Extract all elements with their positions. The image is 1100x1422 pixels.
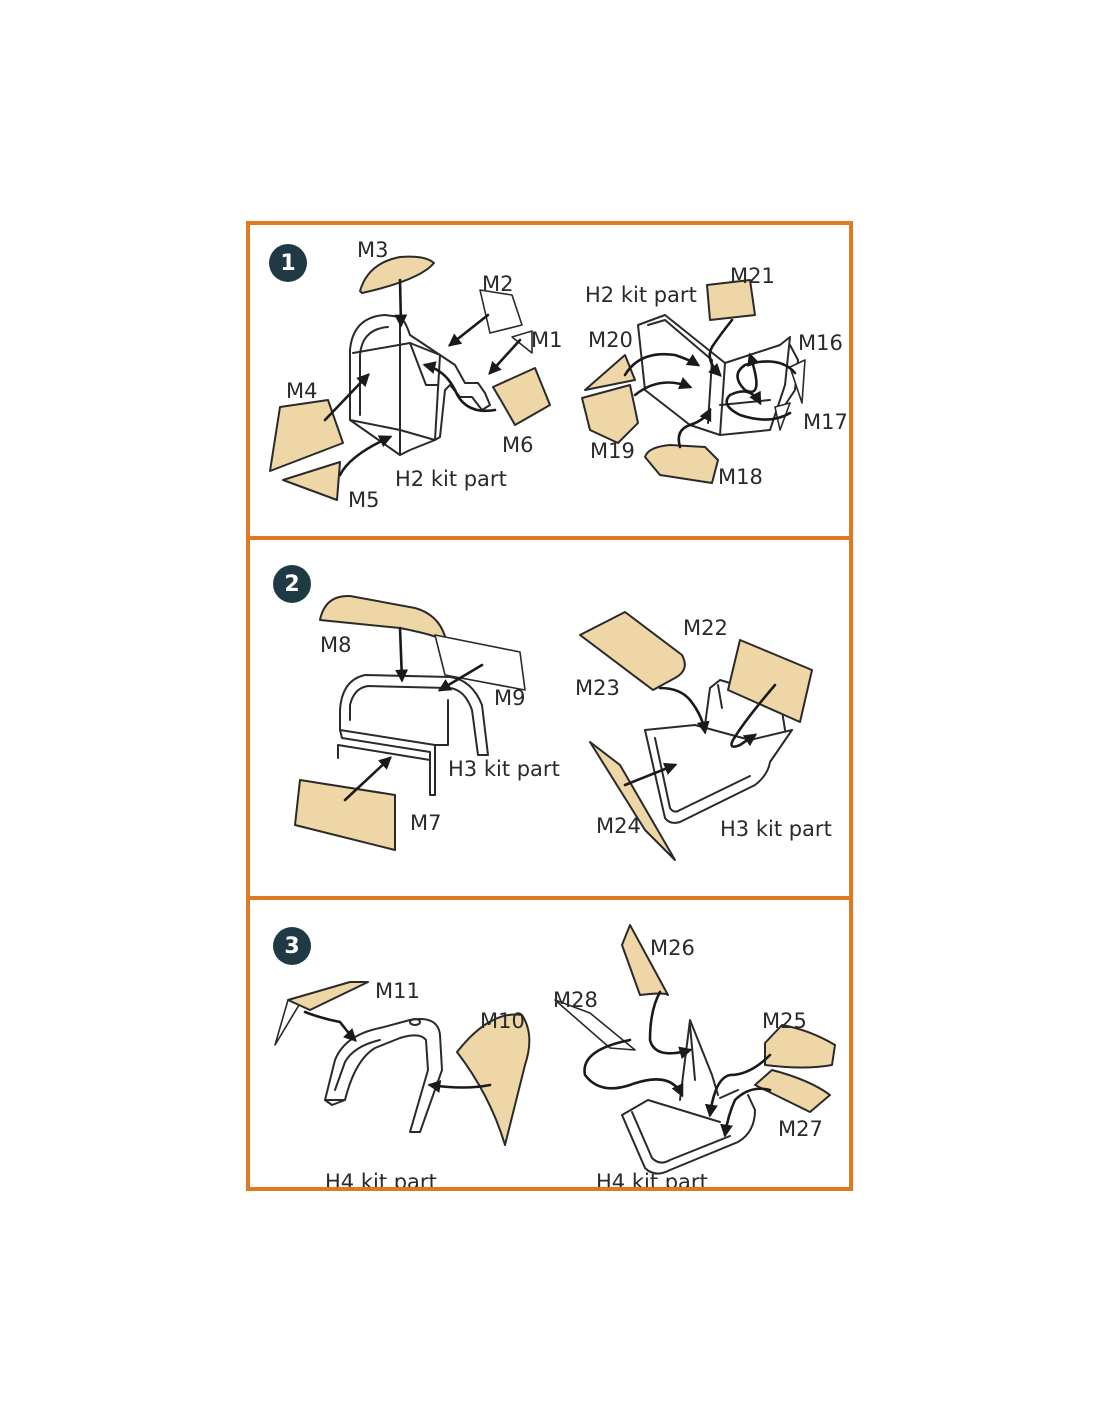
arrow-m3 <box>394 278 408 328</box>
label-m11: M11 <box>375 979 420 1003</box>
mask-m9-shape <box>434 634 526 691</box>
arrow-m11 <box>303 1010 357 1042</box>
label-m21: M21 <box>730 264 775 288</box>
arrow-m1 <box>488 338 522 375</box>
step-3-badge: 3 <box>273 927 311 965</box>
mask-m3-shape <box>359 255 435 294</box>
mask-m2-shape <box>479 289 523 334</box>
mask-m25-shape <box>764 1024 836 1069</box>
step-3-diagram: M11 M10 H4 kit part M26 M28 M25 <box>274 924 836 1187</box>
arrow-m19 <box>633 377 693 397</box>
mask-m5-shape <box>282 461 341 501</box>
arrow-m5 <box>338 435 393 477</box>
step-1-panel: 1 <box>250 225 849 536</box>
label-m24: M24 <box>596 814 641 838</box>
label-m20: M20 <box>588 328 633 352</box>
label-m2: M2 <box>482 272 513 296</box>
label-m6: M6 <box>502 433 533 457</box>
label-m25: M25 <box>762 1009 807 1033</box>
mask-m24-shape <box>589 741 676 861</box>
label-m18: M18 <box>718 465 763 489</box>
arrow-m6 <box>422 361 497 413</box>
label-m22: M22 <box>683 616 728 640</box>
divider-2 <box>250 896 849 900</box>
mask-m7-shape <box>294 779 396 851</box>
label-m4: M4 <box>286 379 317 403</box>
divider-1 <box>250 536 849 540</box>
mask-m19-shape <box>581 384 639 444</box>
label-h3-kit-part-right: H3 kit part <box>720 817 832 841</box>
arrow-m24 <box>623 762 678 787</box>
step-2-diagram: M8 M9 H3 kit part M7 M22 M23 M24 H3 kit … <box>294 594 832 861</box>
mask-m23-shape <box>579 611 686 691</box>
label-m26: M26 <box>650 936 695 960</box>
mask-m8-shape <box>319 594 447 641</box>
arrow-m27 <box>720 1087 772 1138</box>
step-1-badge: 1 <box>269 244 307 282</box>
h3-kit-part-left <box>337 674 489 796</box>
step-2-panel: 2 M8 M9 H3 kit part M7 <box>250 540 849 896</box>
h4-kit-part-right <box>621 1019 756 1175</box>
arrow-m17 <box>725 390 792 421</box>
arrow-m2 <box>447 313 490 347</box>
arrow-m8 <box>395 626 409 683</box>
arrow-m23 <box>658 686 710 735</box>
h4-kit-part-left <box>324 1018 443 1133</box>
label-m27: M27 <box>778 1117 823 1141</box>
label-h3-kit-part-left: H3 kit part <box>448 757 560 781</box>
h2-kit-part-left <box>349 314 491 456</box>
arrow-m22 <box>730 683 777 748</box>
label-h2-kit-part-right: H2 kit part <box>585 283 697 307</box>
arrow-m21 <box>708 318 734 377</box>
arrow-m4 <box>323 373 370 422</box>
step-2-badge: 2 <box>273 565 311 603</box>
label-m17: M17 <box>803 410 848 434</box>
mask-m1-shape <box>511 330 533 354</box>
mask-m26-shape <box>621 924 669 996</box>
label-m9: M9 <box>494 686 525 710</box>
mask-m27-shape <box>754 1069 831 1113</box>
arrow-m10 <box>427 1080 492 1093</box>
arrow-m9 <box>437 663 484 692</box>
arrow-m20 <box>623 352 701 377</box>
mask-m18-shape <box>644 444 719 484</box>
arrow-m16 <box>736 352 797 393</box>
mask-m6-shape <box>492 367 551 426</box>
label-m10: M10 <box>480 1009 525 1033</box>
mask-m28-shape <box>554 999 636 1051</box>
label-m28: M28 <box>553 988 598 1012</box>
label-m7: M7 <box>410 811 441 835</box>
step-1-diagram: M3 M2 M1 M4 M6 M5 H2 kit part <box>269 238 848 512</box>
arrow-m26 <box>648 990 693 1060</box>
arrow-m25 <box>704 1053 772 1118</box>
mask-m22-shape <box>727 639 813 723</box>
arrow-m7 <box>343 756 392 802</box>
label-m8: M8 <box>320 633 351 657</box>
label-m16: M16 <box>798 331 843 355</box>
arrow-m28 <box>583 1038 684 1098</box>
h2-kit-part-right <box>637 314 799 436</box>
mask-m10-shape <box>456 1013 531 1146</box>
step-3-panel: 3 M11 M10 H4 kit part <box>250 900 849 1187</box>
label-m23: M23 <box>575 676 620 700</box>
label-h4-kit-part-left: H4 kit part <box>325 1170 437 1187</box>
mask-m11-shape <box>287 981 369 1011</box>
label-h2-kit-part-left: H2 kit part <box>395 467 507 491</box>
mask-m16-shape <box>789 359 806 404</box>
label-m19: M19 <box>590 439 635 463</box>
h3-kit-part-right <box>644 679 793 824</box>
label-m1: M1 <box>531 328 562 352</box>
mask-m21-shape <box>706 279 756 321</box>
instruction-frame: 1 <box>246 221 853 1191</box>
label-m3: M3 <box>357 238 388 262</box>
mask-m4-shape <box>269 399 344 472</box>
label-m5: M5 <box>348 488 379 512</box>
label-h4-kit-part-right: H4 kit part <box>596 1170 708 1187</box>
arrow-m18 <box>677 407 712 449</box>
